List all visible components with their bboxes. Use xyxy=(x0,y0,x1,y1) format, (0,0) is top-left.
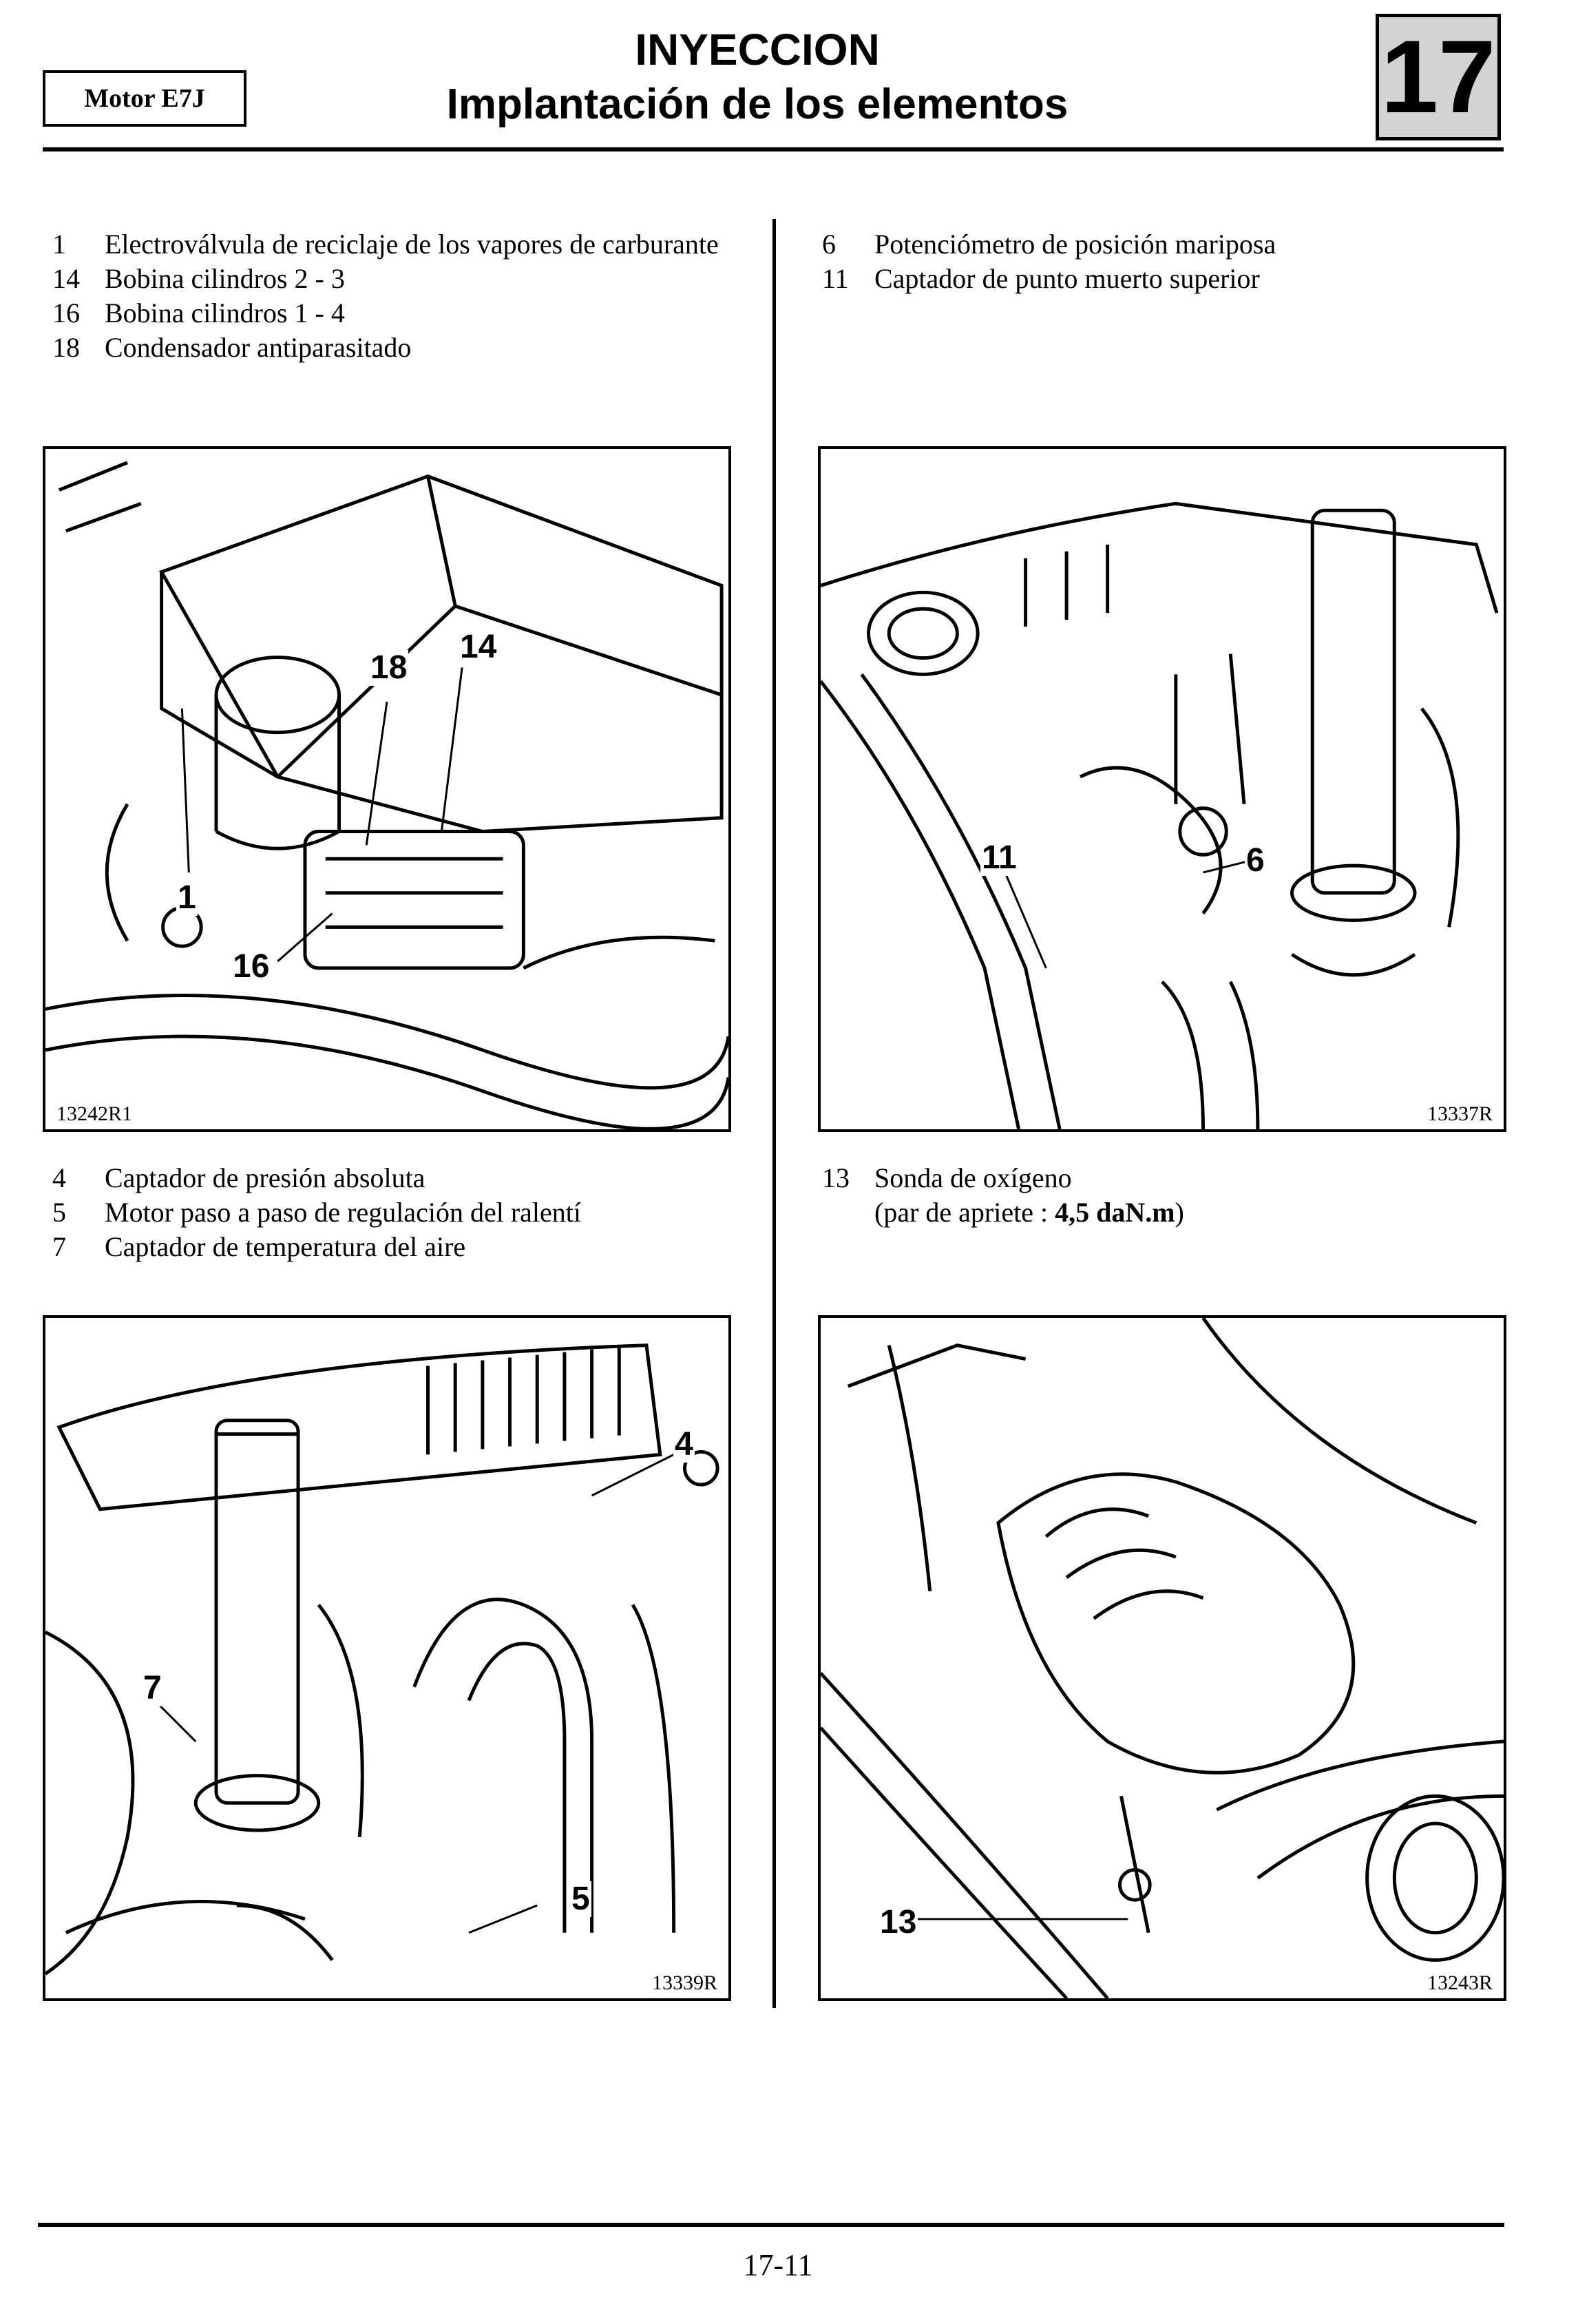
chapter-number: 17 xyxy=(1376,14,1501,140)
legend-text: Captador de punto muerto superior xyxy=(874,263,1260,294)
figure-reference: 13242R1 xyxy=(52,1102,137,1127)
page-title: INYECCION xyxy=(635,25,880,74)
page-subtitle: Implantación de los elementos xyxy=(446,81,1069,128)
legend-num: 7 xyxy=(52,1231,66,1262)
legend-item: 6 Potenciómetro de posición mariposa xyxy=(812,227,1501,262)
figure-throttle-sensor: 11 6 13337R xyxy=(818,446,1506,1132)
callout-label: 4 xyxy=(673,1426,695,1463)
figure-engine-coils: 18 14 1 16 13242R1 xyxy=(43,446,731,1132)
legend-num: 18 xyxy=(52,332,80,363)
legend-text: Sonda de oxígeno xyxy=(874,1162,1072,1193)
legend-bottom-left: 4 Captador de presión absoluta 5 Motor pas… xyxy=(43,1161,752,1264)
legend-bottom-right: 13 Sonda de oxígeno (par de apriete : 4,5… xyxy=(812,1161,1501,1230)
callout-label: 7 xyxy=(142,1670,163,1706)
callout-label: 14 xyxy=(459,629,498,665)
motor-label: Motor E7J xyxy=(43,70,246,127)
legend-item: 7 Captador de temperatura del aire xyxy=(43,1230,752,1264)
legend-text: Potenciómetro de posición mariposa xyxy=(874,229,1276,260)
footer-rule xyxy=(38,2223,1504,2227)
legend-num: 14 xyxy=(52,263,80,294)
callout-label: 16 xyxy=(231,948,271,985)
legend-text: Electroválvula de reciclaje de los vapor… xyxy=(105,229,719,260)
legend-text: Bobina cilindros 1 - 4 xyxy=(105,297,345,328)
figure-oxygen-sensor: 13 13243R xyxy=(818,1315,1506,2001)
legend-item: 4 Captador de presión absoluta xyxy=(43,1161,752,1195)
header-rule xyxy=(43,147,1504,151)
callout-label: 5 xyxy=(570,1881,591,1917)
legend-item: 18 Condensador antiparasitado xyxy=(43,331,752,365)
engine-illustration xyxy=(45,461,728,1129)
legend-text: Motor paso a paso de regulación del rale… xyxy=(105,1197,581,1228)
legend-text: Bobina cilindros 2 - 3 xyxy=(105,263,345,294)
legend-text: Captador de presión absoluta xyxy=(105,1162,425,1193)
legend-num: 16 xyxy=(52,297,80,328)
page-number: 17-11 xyxy=(743,2248,813,2282)
figure-reference: 13339R xyxy=(647,1971,722,1996)
legend-item: 14 Bobina cilindros 2 - 3 xyxy=(43,262,752,296)
callout-label: 1 xyxy=(176,879,198,916)
legend-num: 11 xyxy=(822,263,849,294)
legend-num: 4 xyxy=(52,1162,66,1193)
legend-top-left: 1 Electroválvula de reciclaje de los vapo… xyxy=(43,227,752,365)
legend-item: 16 Bobina cilindros 1 - 4 xyxy=(43,296,752,331)
legend-num: 1 xyxy=(52,229,66,260)
engine-illustration xyxy=(45,1343,719,1976)
legend-item: 5 Motor paso a paso de regulación del ral… xyxy=(43,1195,752,1230)
legend-num: 13 xyxy=(822,1162,850,1193)
engine-illustration xyxy=(821,1318,1504,1998)
legend-item: 1 Electroválvula de reciclaje de los vapo… xyxy=(43,227,752,262)
legend-item-continuation: (par de apriete : 4,5 daN.m) xyxy=(812,1195,1501,1230)
column-divider xyxy=(772,219,776,2008)
legend-item: 11 Captador de punto muerto superior xyxy=(812,262,1501,296)
callout-label: 18 xyxy=(369,649,409,686)
legend-num: 6 xyxy=(822,229,836,260)
callout-label: 13 xyxy=(879,1904,918,1940)
callout-label: 6 xyxy=(1245,842,1266,879)
figure-intake-sensors: 4 7 5 13339R xyxy=(43,1315,731,2001)
engine-illustration xyxy=(821,501,1499,1129)
torque-spec: (par de apriete : 4,5 daN.m) xyxy=(874,1197,1184,1228)
callout-label: 11 xyxy=(980,839,1018,876)
legend-num: 5 xyxy=(52,1197,66,1228)
figure-reference: 13243R xyxy=(1422,1971,1497,1996)
figure-reference: 13337R xyxy=(1422,1102,1497,1127)
legend-top-right: 6 Potenciómetro de posición mariposa 11 Ca… xyxy=(812,227,1501,296)
torque-value: 4,5 daN.m xyxy=(1055,1197,1175,1228)
legend-item: 13 Sonda de oxígeno xyxy=(812,1161,1501,1195)
legend-text: Condensador antiparasitado xyxy=(105,332,412,363)
legend-text: Captador de temperatura del aire xyxy=(105,1231,466,1262)
